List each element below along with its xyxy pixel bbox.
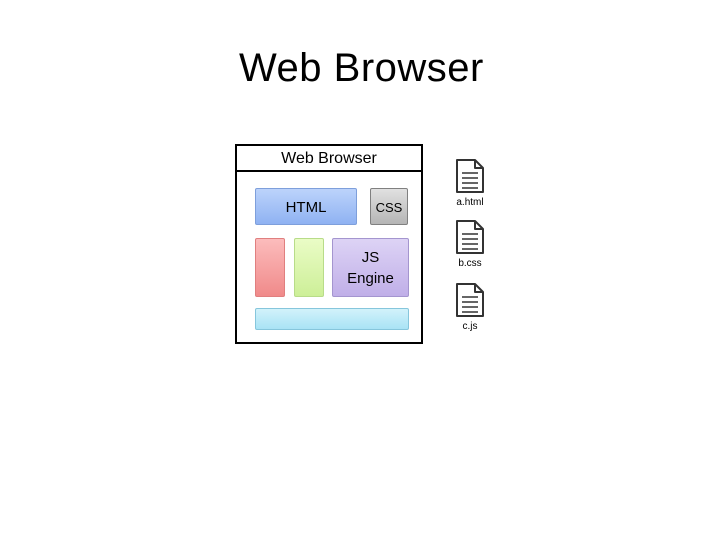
js-engine-label: JS Engine xyxy=(347,248,394,287)
file-a-html: a.html xyxy=(440,158,500,208)
green-component xyxy=(294,238,324,297)
file-name: c.js xyxy=(462,321,478,332)
cyan-component xyxy=(255,308,409,330)
red-component xyxy=(255,238,285,297)
file-b-css: b.css xyxy=(440,219,500,269)
browser-title: Web Browser xyxy=(237,146,421,172)
browser-window: Web Browser HTML CSS JS Engine xyxy=(235,144,423,344)
file-c-js: c.js xyxy=(440,282,500,332)
document-icon xyxy=(456,220,484,254)
document-icon xyxy=(456,283,484,317)
document-icon xyxy=(456,159,484,193)
html-component: HTML xyxy=(255,188,357,225)
file-name: a.html xyxy=(456,197,484,208)
js-engine-component: JS Engine xyxy=(332,238,409,297)
slide-title: Web Browser xyxy=(239,46,484,90)
css-component: CSS xyxy=(370,188,408,225)
file-name: b.css xyxy=(458,258,482,269)
